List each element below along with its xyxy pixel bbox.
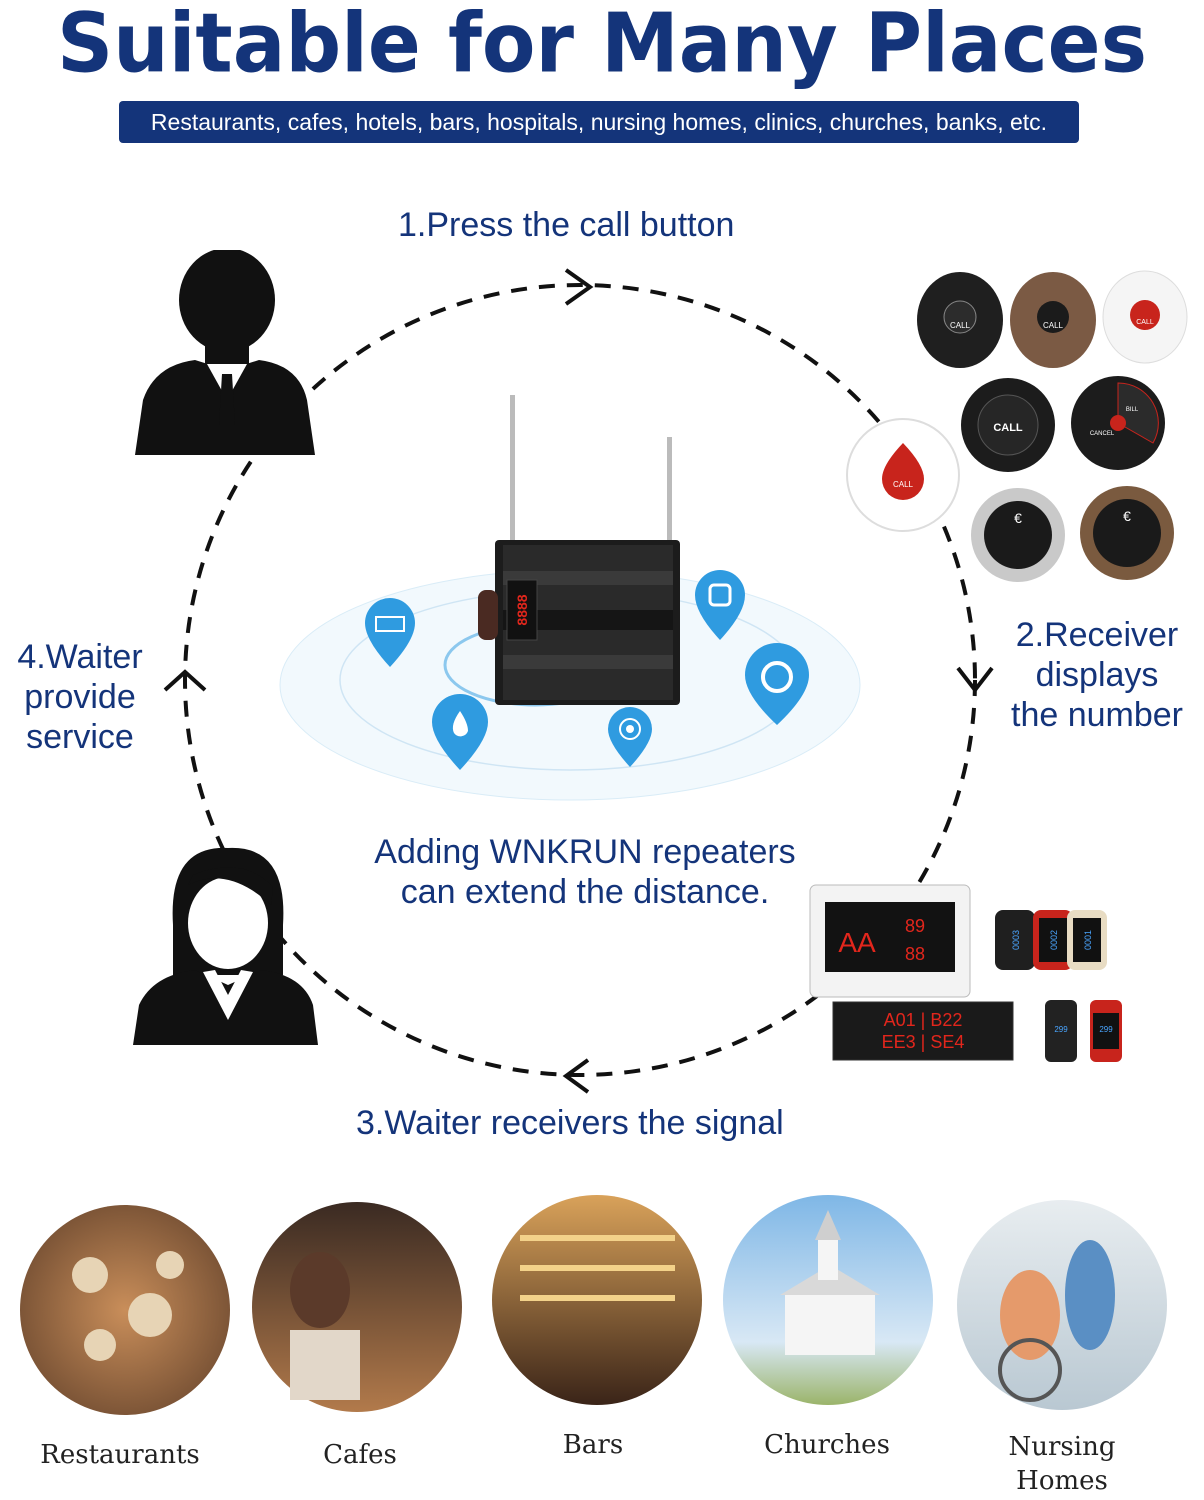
waitress-woman-icon xyxy=(133,847,318,1045)
step-4-line-1: 4.Waiter xyxy=(17,638,143,676)
panel-display-icon: A01 | B22 EE3 | SE4 xyxy=(832,1001,1014,1061)
service-button-three-key-icon: BILL CANCEL xyxy=(1071,376,1165,470)
call-button-black-label: CALL xyxy=(950,321,971,330)
step-4-line-2: provide xyxy=(24,678,136,716)
call-button-round-red-icon: CALL xyxy=(846,418,960,532)
place-label-restaurants: Restaurants xyxy=(40,1440,200,1470)
pin-card-icon xyxy=(365,598,415,667)
cancel-key-label: CANCEL xyxy=(1090,431,1115,437)
panel-row-2: EE3 | SE4 xyxy=(882,1032,965,1052)
call-button-silver-icon: € xyxy=(971,488,1065,582)
nursing-homes-photo xyxy=(957,1200,1167,1410)
subtitle-banner: Restaurants, cafes, hotels, bars, hospit… xyxy=(119,101,1079,143)
euro-symbol-bronze: € xyxy=(1123,508,1131,524)
call-button-bronze-icon: € xyxy=(1080,486,1174,580)
watch-2-text: 0002 xyxy=(1049,930,1059,950)
receivers-group: AA 89 88 A01 | B22 EE3 | SE4 0003 0002 0… xyxy=(809,884,1122,1062)
watch-black-icon: 0003 xyxy=(995,910,1035,970)
repeater-note: Adding WNKRUN repeaters can extend the d… xyxy=(330,832,840,912)
smartwatch-black-icon: 299 xyxy=(1045,1000,1077,1062)
watch-4-text: 299 xyxy=(1054,1025,1068,1034)
pin-drop-icon xyxy=(432,694,488,770)
display-top-digits: 89 xyxy=(905,916,925,936)
arrow-left-icon xyxy=(163,669,207,692)
waiter-man-icon xyxy=(135,250,315,455)
dashed-cycle-ring xyxy=(183,283,977,1077)
watch-red-icon: 0002 xyxy=(1033,910,1073,970)
svg-text:8888: 8888 xyxy=(514,594,530,625)
place-label-nursing-line-2: Homes xyxy=(1016,1466,1108,1496)
display-main-text: AA xyxy=(838,927,876,958)
display-bottom-digits: 88 xyxy=(905,944,925,964)
repeater-note-line-2: can extend the distance. xyxy=(400,873,770,911)
step-4-label: 4.Waiter provide service xyxy=(0,637,160,757)
call-button-round-black-label: CALL xyxy=(993,422,1023,434)
pin-square-icon xyxy=(695,570,745,640)
step-2-line-3: the number xyxy=(1011,696,1183,734)
page-title: Suitable for Many Places xyxy=(56,0,1148,92)
step-2-line-2: displays xyxy=(1035,656,1159,694)
repeater-note-line-1: Adding WNKRUN repeaters xyxy=(374,833,796,871)
step-3-label: 3.Waiter receivers the signal xyxy=(356,1104,784,1142)
call-button-white-icon: CALL xyxy=(1102,270,1188,364)
places-photos xyxy=(20,1195,1167,1415)
call-button-round-red-label: CALL xyxy=(893,480,914,489)
receiver-host-illustration: 8888 xyxy=(279,395,861,801)
pin-target-icon xyxy=(608,707,652,767)
arrow-right-icon xyxy=(956,666,994,694)
watch-3-text: 0001 xyxy=(1083,930,1093,950)
arrow-bottom-icon xyxy=(562,1058,590,1094)
call-button-wood-icon: CALL xyxy=(1010,272,1096,368)
call-button-white-label: CALL xyxy=(1136,319,1154,326)
call-button-wood-label: CALL xyxy=(1043,321,1064,330)
step-2-line-1: 2.Receiver xyxy=(1015,616,1179,654)
place-label-churches: Churches xyxy=(764,1430,890,1460)
call-button-round-black-icon: CALL xyxy=(961,378,1055,472)
place-label-nursing-homes: Nursing Homes xyxy=(957,1430,1167,1498)
watch-1-text: 0003 xyxy=(1011,930,1021,950)
place-label-nursing-line-1: Nursing xyxy=(1008,1432,1116,1462)
smartwatch-red-icon: 299 xyxy=(1090,1000,1122,1062)
arrow-top-icon xyxy=(564,268,594,306)
bill-key-label: BILL xyxy=(1126,407,1139,413)
pin-ring-icon xyxy=(745,643,809,725)
step-2-label: 2.Receiver displays the number xyxy=(990,615,1204,735)
call-button-black-icon: CALL xyxy=(917,272,1003,368)
restaurants-photo xyxy=(20,1205,230,1415)
step-1-label: 1.Press the call button xyxy=(398,206,735,244)
panel-row-1: A01 | B22 xyxy=(884,1010,963,1030)
step-4-line-3: service xyxy=(26,718,134,756)
place-label-bars: Bars xyxy=(562,1430,624,1460)
watch-5-text: 299 xyxy=(1099,1025,1113,1034)
cafes-photo xyxy=(252,1202,462,1412)
watch-beige-icon: 0001 xyxy=(1067,910,1107,970)
euro-symbol-silver: € xyxy=(1014,510,1022,526)
call-buttons-group: CALL CALL CALL CALL CALL BILL CANCEL € € xyxy=(846,270,1188,582)
place-label-cafes: Cafes xyxy=(323,1440,397,1470)
wall-display-icon: AA 89 88 xyxy=(809,884,971,998)
churches-photo xyxy=(723,1195,933,1405)
bars-photo xyxy=(492,1195,702,1405)
